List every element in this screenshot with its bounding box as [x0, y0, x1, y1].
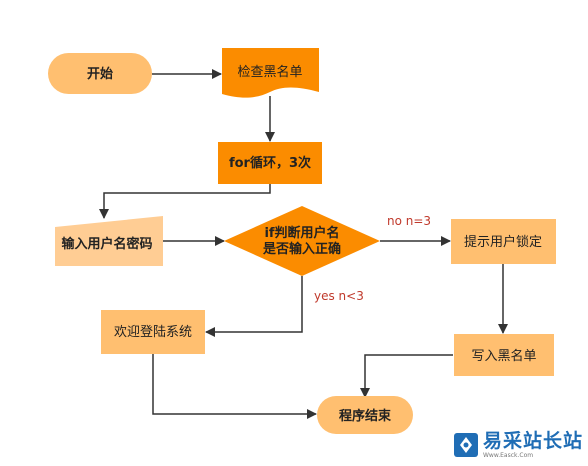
edge-write-to-end: [360, 354, 453, 398]
write-blacklist-node: [454, 334, 554, 376]
start-label: 开始: [87, 66, 113, 82]
watermark-title: 易采站长站: [483, 429, 584, 452]
check-blacklist-label: 检查黑名单: [237, 64, 302, 80]
watermark: 易采站长站 Www.Easck.Com: [453, 428, 584, 462]
prompt-locked-label: 提示用户锁定: [464, 234, 542, 250]
welcome-label: 欢迎登陆系统: [114, 324, 192, 340]
end-node: [317, 396, 413, 434]
prompt-locked-node: [451, 219, 556, 264]
if-decision-node: [224, 206, 380, 276]
input-credentials-node: [55, 216, 163, 266]
if-decision-line2: 是否输入正确: [262, 241, 341, 257]
site-logo-icon: [454, 433, 478, 457]
edge-label-yes: yes n<3: [314, 289, 364, 303]
for-loop-label: for循环，3次: [229, 155, 311, 171]
edge-for-to-input: [99, 184, 271, 219]
edge-if-to-welcome: [205, 276, 303, 337]
edge-label-no: no n=3: [387, 214, 431, 228]
start-node: [48, 53, 152, 94]
write-blacklist-label: 写入黑名单: [471, 348, 536, 364]
end-label: 程序结束: [339, 408, 392, 424]
welcome-node: [101, 310, 205, 354]
edge-welcome-to-end: [152, 354, 317, 419]
input-credentials-label: 输入用户名密码: [61, 236, 152, 252]
check-blacklist-node: [222, 48, 319, 98]
if-decision-line1: if判断用户名: [264, 225, 339, 241]
for-loop-node: [218, 142, 322, 184]
watermark-subtitle: Www.Easck.Com: [483, 451, 534, 459]
